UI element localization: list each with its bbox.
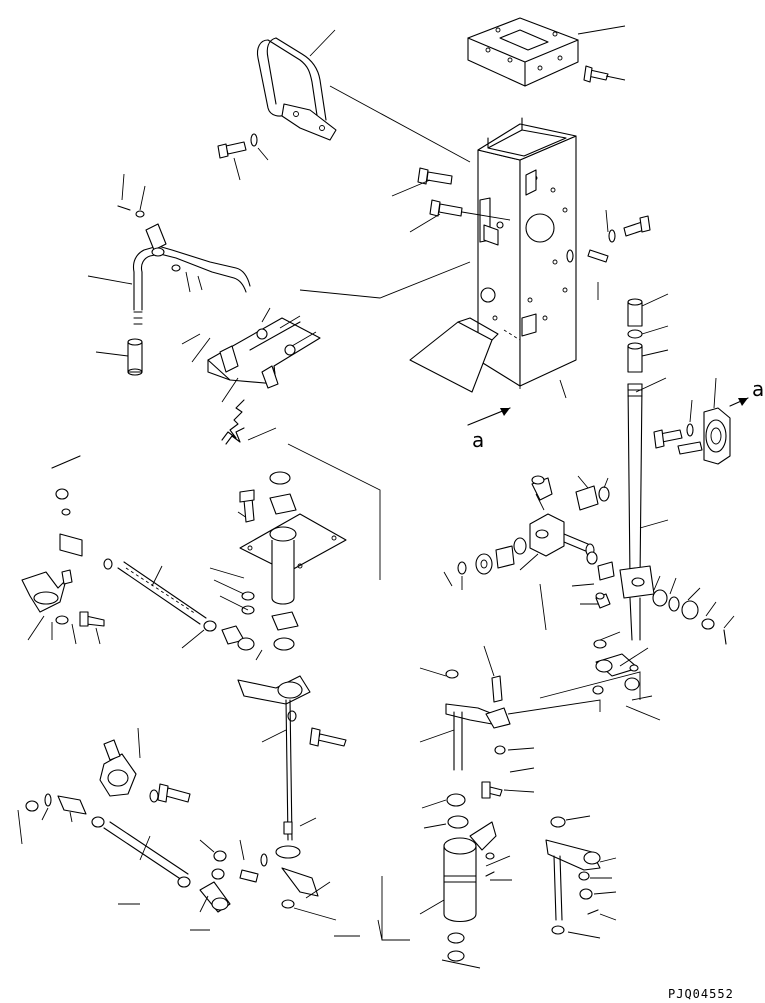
upper-bushing — [269, 471, 297, 515]
bearings-left-row — [457, 537, 527, 575]
shaft-top-bushings — [627, 298, 643, 373]
tie-rod-lower — [103, 821, 189, 881]
bottom-pivot-tube — [443, 793, 497, 962]
pin-and-washer-upper — [117, 205, 145, 218]
tie-rod-upper — [117, 561, 207, 625]
flange-bolts-right — [653, 423, 703, 455]
steering-column-tower — [477, 117, 577, 392]
bottom-fasteners-right — [485, 852, 495, 877]
clamp-bolt-left — [55, 611, 105, 627]
rod-end-upper — [203, 620, 255, 651]
cover-bolt — [583, 65, 609, 83]
pivot-bracket-lower — [99, 739, 137, 797]
lever-knob — [127, 338, 143, 376]
floor-plate — [409, 317, 499, 393]
bearings-right-row — [586, 551, 615, 581]
grease-fitting-right — [595, 592, 611, 609]
shaft-flange — [703, 407, 731, 465]
link-washers-lower — [25, 793, 105, 828]
latch-spring — [221, 399, 245, 445]
lower-nuts-left — [211, 850, 268, 883]
tower-bolt-lower — [429, 199, 463, 217]
bearings-upper-right — [575, 485, 610, 511]
latch-bracket — [207, 317, 321, 389]
elbow-fitting — [531, 475, 553, 501]
lower-washers-right — [481, 685, 604, 799]
arm-bolt — [287, 710, 347, 747]
pivot-block — [529, 513, 595, 557]
arm-bracket — [237, 675, 311, 705]
tower-bolt-upper — [417, 167, 453, 185]
pivot-bolt-lower — [149, 783, 191, 803]
cover-plate — [467, 17, 579, 87]
shaft-lever-lower — [445, 669, 511, 771]
tilt-lever — [132, 223, 251, 325]
view-arrow-left — [467, 407, 511, 426]
view-arrow-right — [729, 397, 749, 407]
clamp-bracket-left — [21, 569, 73, 613]
arm-link-right — [593, 639, 640, 691]
handle-bolt — [217, 133, 258, 159]
steering-shaft — [619, 383, 655, 641]
handle-grip — [256, 37, 337, 141]
lower-clevis — [275, 821, 319, 909]
flange-bolt — [239, 489, 255, 523]
shaft-washers-right — [652, 589, 727, 645]
view-label-a-left: a — [472, 428, 484, 452]
rod-end-lower — [177, 876, 231, 913]
column-flange — [239, 513, 347, 605]
lower-arm-right — [545, 816, 601, 935]
tower-bolt-right-upper — [608, 215, 651, 243]
view-label-a-right: a — [752, 377, 764, 401]
drawing-code: PJQ04552 — [668, 987, 734, 1001]
tower-bolt-right-lower — [566, 249, 609, 263]
link-end-left — [51, 455, 113, 570]
